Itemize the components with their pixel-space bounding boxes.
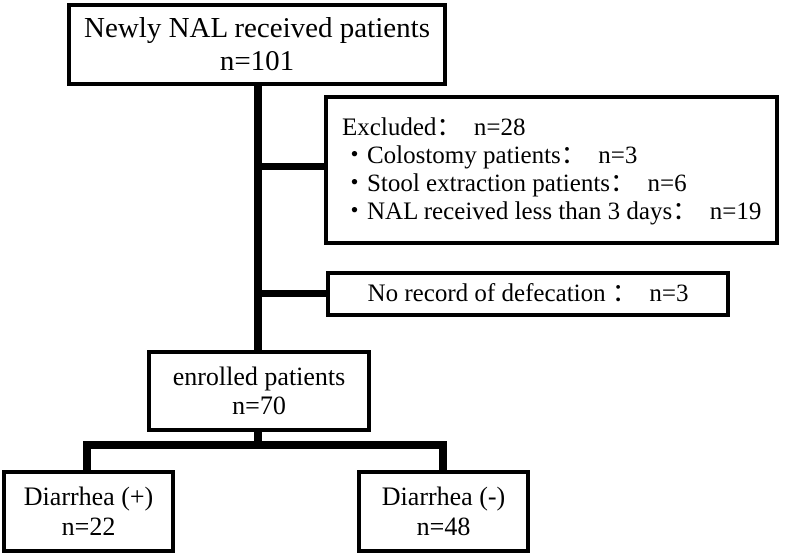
node-diarrhea-positive-line-2: n=22 [61, 511, 116, 541]
node-diarrhea-positive: Diarrhea (+) n=22 [2, 470, 175, 553]
connector-branch-no-record [254, 290, 330, 297]
node-excluded: Excluded： n=28 ・Colostomy patients： n=3 … [324, 95, 779, 245]
node-diarrhea-negative-line-1: Diarrhea (-) [381, 482, 506, 512]
node-enrolled-line-2: n=70 [232, 391, 286, 420]
node-no-record-line-1: No record of defecation ： n=3 [367, 280, 689, 307]
connector-drop-diarrhea-minus [439, 441, 447, 473]
node-excluded-line-3: ・Stool extraction patients： n=6 [342, 170, 687, 197]
node-excluded-line-4: ・NAL received less than 3 days： n=19 [342, 198, 762, 225]
connector-enrolled-stem [254, 432, 262, 445]
connector-split-bar [83, 441, 447, 449]
node-newly-nal-received-patients: Newly NAL received patients n=101 [67, 3, 447, 86]
node-diarrhea-positive-line-1: Diarrhea (+) [23, 482, 154, 512]
node-top-line-1: Newly NAL received patients [84, 12, 430, 45]
node-enrolled-line-1: enrolled patients [172, 361, 346, 391]
node-diarrhea-negative-line-2: n=48 [416, 511, 471, 541]
node-enrolled-patients: enrolled patients n=70 [147, 350, 371, 432]
connector-drop-diarrhea-plus [83, 441, 91, 473]
node-excluded-line-1: Excluded： n=28 [342, 114, 526, 141]
connector-main-trunk [254, 86, 262, 351]
connector-branch-excluded [254, 163, 328, 170]
node-diarrhea-negative: Diarrhea (-) n=48 [357, 470, 530, 553]
node-top-line-2: n=101 [219, 44, 295, 77]
node-no-record-of-defecation: No record of defecation ： n=3 [326, 271, 730, 317]
node-excluded-line-2: ・Colostomy patients： n=3 [342, 142, 638, 169]
